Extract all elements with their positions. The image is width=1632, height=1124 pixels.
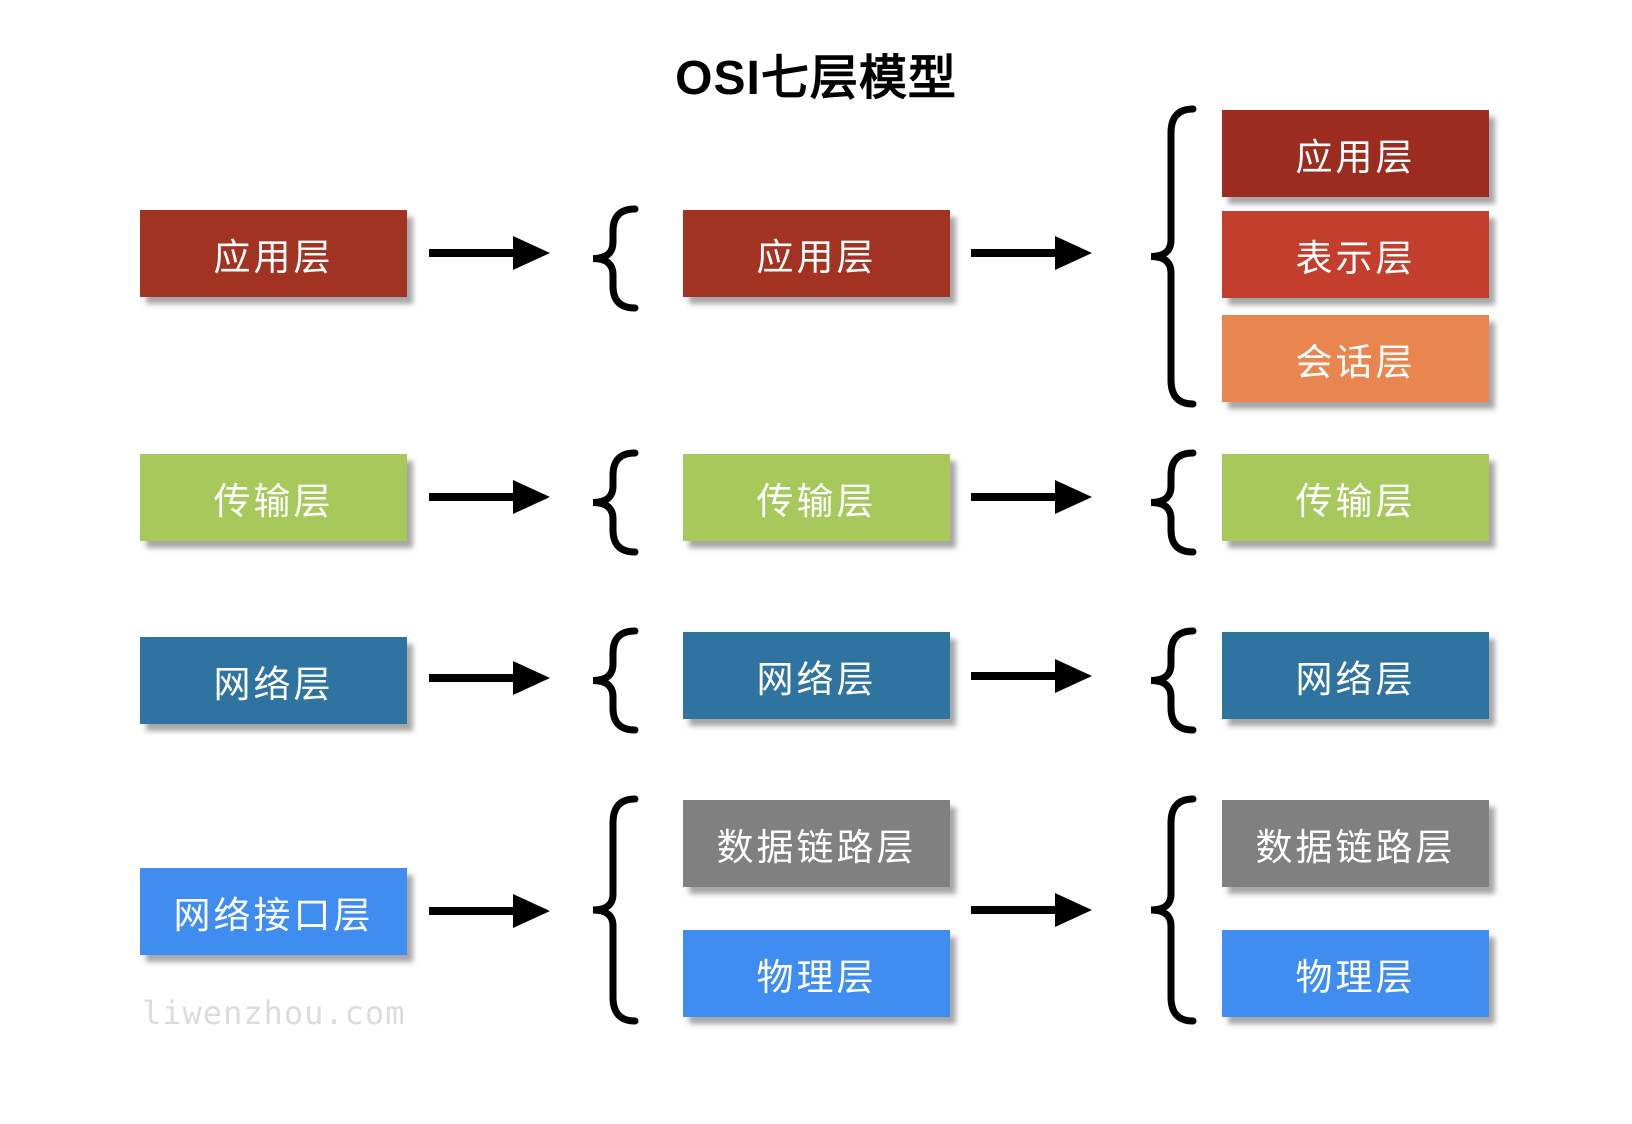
arrow-right-icon-row2-left	[429, 480, 550, 514]
brace-icon-right-network	[1150, 627, 1197, 734]
brace-icon-middle-transport	[592, 449, 639, 556]
layer-box-left-application: 应用层	[140, 210, 407, 297]
brace-icon-middle-application	[592, 205, 639, 312]
arrow-right-icon-row4-right	[971, 893, 1092, 927]
arrow-right-icon-row1-left	[429, 236, 550, 270]
arrow-right-icon-row3-left	[429, 661, 550, 695]
layer-box-right-network: 网络层	[1222, 632, 1489, 719]
layer-box-right-presentation: 表示层	[1222, 211, 1489, 298]
layer-box-middle-application: 应用层	[683, 210, 950, 297]
layer-box-right-application: 应用层	[1222, 110, 1489, 197]
arrow-right-icon-row2-right	[971, 480, 1092, 514]
layer-box-left-network-interface: 网络接口层	[140, 868, 407, 955]
layer-box-right-physical: 物理层	[1222, 930, 1489, 1017]
layer-box-middle-physical: 物理层	[683, 930, 950, 1017]
layer-box-left-network: 网络层	[140, 637, 407, 724]
layer-box-right-session: 会话层	[1222, 315, 1489, 402]
layer-box-right-datalink: 数据链路层	[1222, 800, 1489, 887]
brace-icon-right-transport	[1150, 449, 1197, 556]
layer-box-middle-transport: 传输层	[683, 454, 950, 541]
layer-box-right-transport: 传输层	[1222, 454, 1489, 541]
brace-icon-right-datalink-physical-group	[1150, 795, 1197, 1025]
brace-icon-middle-datalink-physical-group	[592, 795, 639, 1025]
layer-box-middle-datalink: 数据链路层	[683, 800, 950, 887]
arrow-right-icon-row4-left	[429, 894, 550, 928]
arrow-right-icon-row3-right	[971, 659, 1092, 693]
diagram-title: OSI七层模型	[675, 52, 957, 105]
arrow-right-icon-row1-right	[971, 236, 1092, 270]
brace-icon-right-upper-group	[1150, 105, 1197, 408]
brace-icon-middle-network	[592, 627, 639, 734]
layer-box-left-transport: 传输层	[140, 454, 407, 541]
layer-box-middle-network: 网络层	[683, 632, 950, 719]
watermark: liwenzhou.com	[142, 994, 406, 1032]
